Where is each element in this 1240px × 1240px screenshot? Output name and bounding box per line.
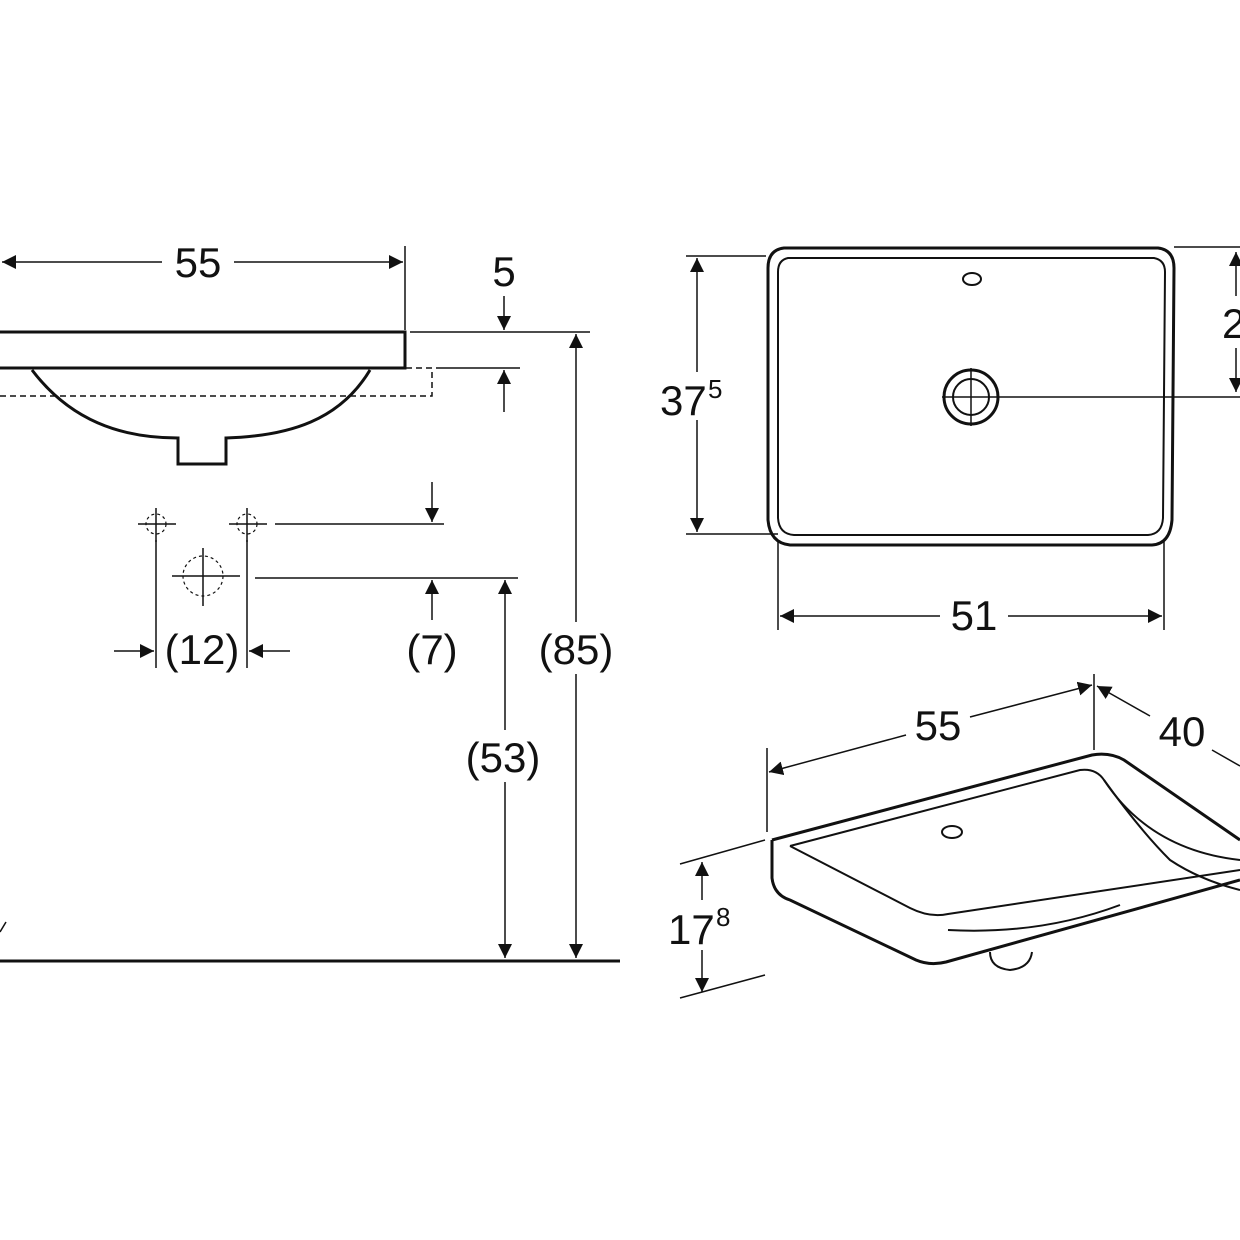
right-partial-label: 2 (1222, 300, 1240, 347)
drain-icon (942, 368, 1240, 426)
basin-outline-inner (777, 257, 1167, 536)
depth-label-superscript: 5 (708, 374, 722, 404)
rim-thickness-label: 5 (492, 248, 515, 295)
iso-height-label: 17 (668, 906, 715, 953)
inner-width-label: 51 (951, 592, 998, 639)
iso-view: 55 40 17 8 (668, 674, 1240, 999)
top-view: 37 5 51 2 (655, 246, 1240, 640)
total-height-label: (85) (539, 626, 614, 673)
front-view: 55 5 (7) (0, 236, 620, 963)
tap-offset-label: (7) (406, 626, 457, 673)
basin-bowl (30, 369, 372, 466)
countertop-dashed (0, 367, 433, 397)
basin-outline-outer (766, 246, 1176, 547)
iso-overflow-hole-icon (941, 825, 963, 839)
iso-basin-front (770, 840, 1240, 966)
iso-height-label-superscript: 8 (716, 902, 730, 932)
iso-depth-label: 40 (1159, 708, 1206, 755)
iso-basin-inner (789, 768, 1240, 891)
depth-label: 37 (660, 377, 707, 424)
width-label: 55 (175, 239, 222, 286)
tap-height-label: (53) (466, 734, 541, 781)
tap-spacing-label: (12) (165, 626, 240, 673)
tap-hole-right-icon (229, 508, 267, 542)
iso-width-label: 55 (915, 702, 962, 749)
overflow-hole-icon (962, 272, 982, 286)
iso-basin-top (771, 752, 1240, 842)
tap-hole-left-icon (138, 508, 176, 542)
basin-rim (0, 330, 407, 370)
waste-outlet-icon (172, 548, 240, 606)
